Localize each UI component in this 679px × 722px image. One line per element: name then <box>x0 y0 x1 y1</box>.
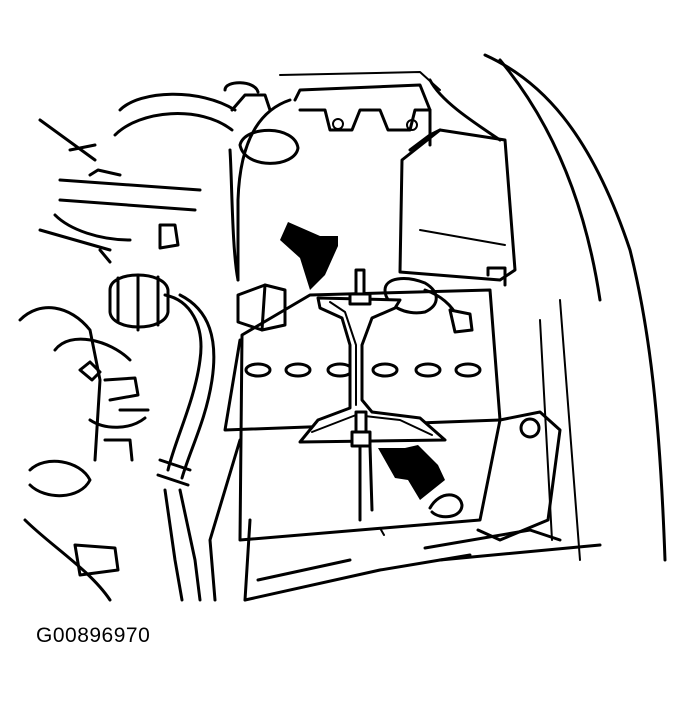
reservoir-tank <box>228 71 441 282</box>
radiator-cap <box>108 273 216 602</box>
support-bracket <box>423 410 602 562</box>
arrow-icon <box>378 445 445 500</box>
battery-tray <box>208 438 472 602</box>
hold-down-clamp <box>298 296 447 444</box>
fender-edge <box>428 53 667 562</box>
arrow-icon <box>280 222 338 290</box>
relay-box <box>398 128 517 287</box>
engine-block <box>18 306 150 602</box>
battery <box>223 283 502 542</box>
battery-hold-down-diagram <box>18 53 667 602</box>
figure-id: G00896970 <box>36 624 151 647</box>
battery-terminal <box>383 277 474 334</box>
hoses <box>38 81 300 264</box>
hold-down-bolts <box>348 268 374 522</box>
